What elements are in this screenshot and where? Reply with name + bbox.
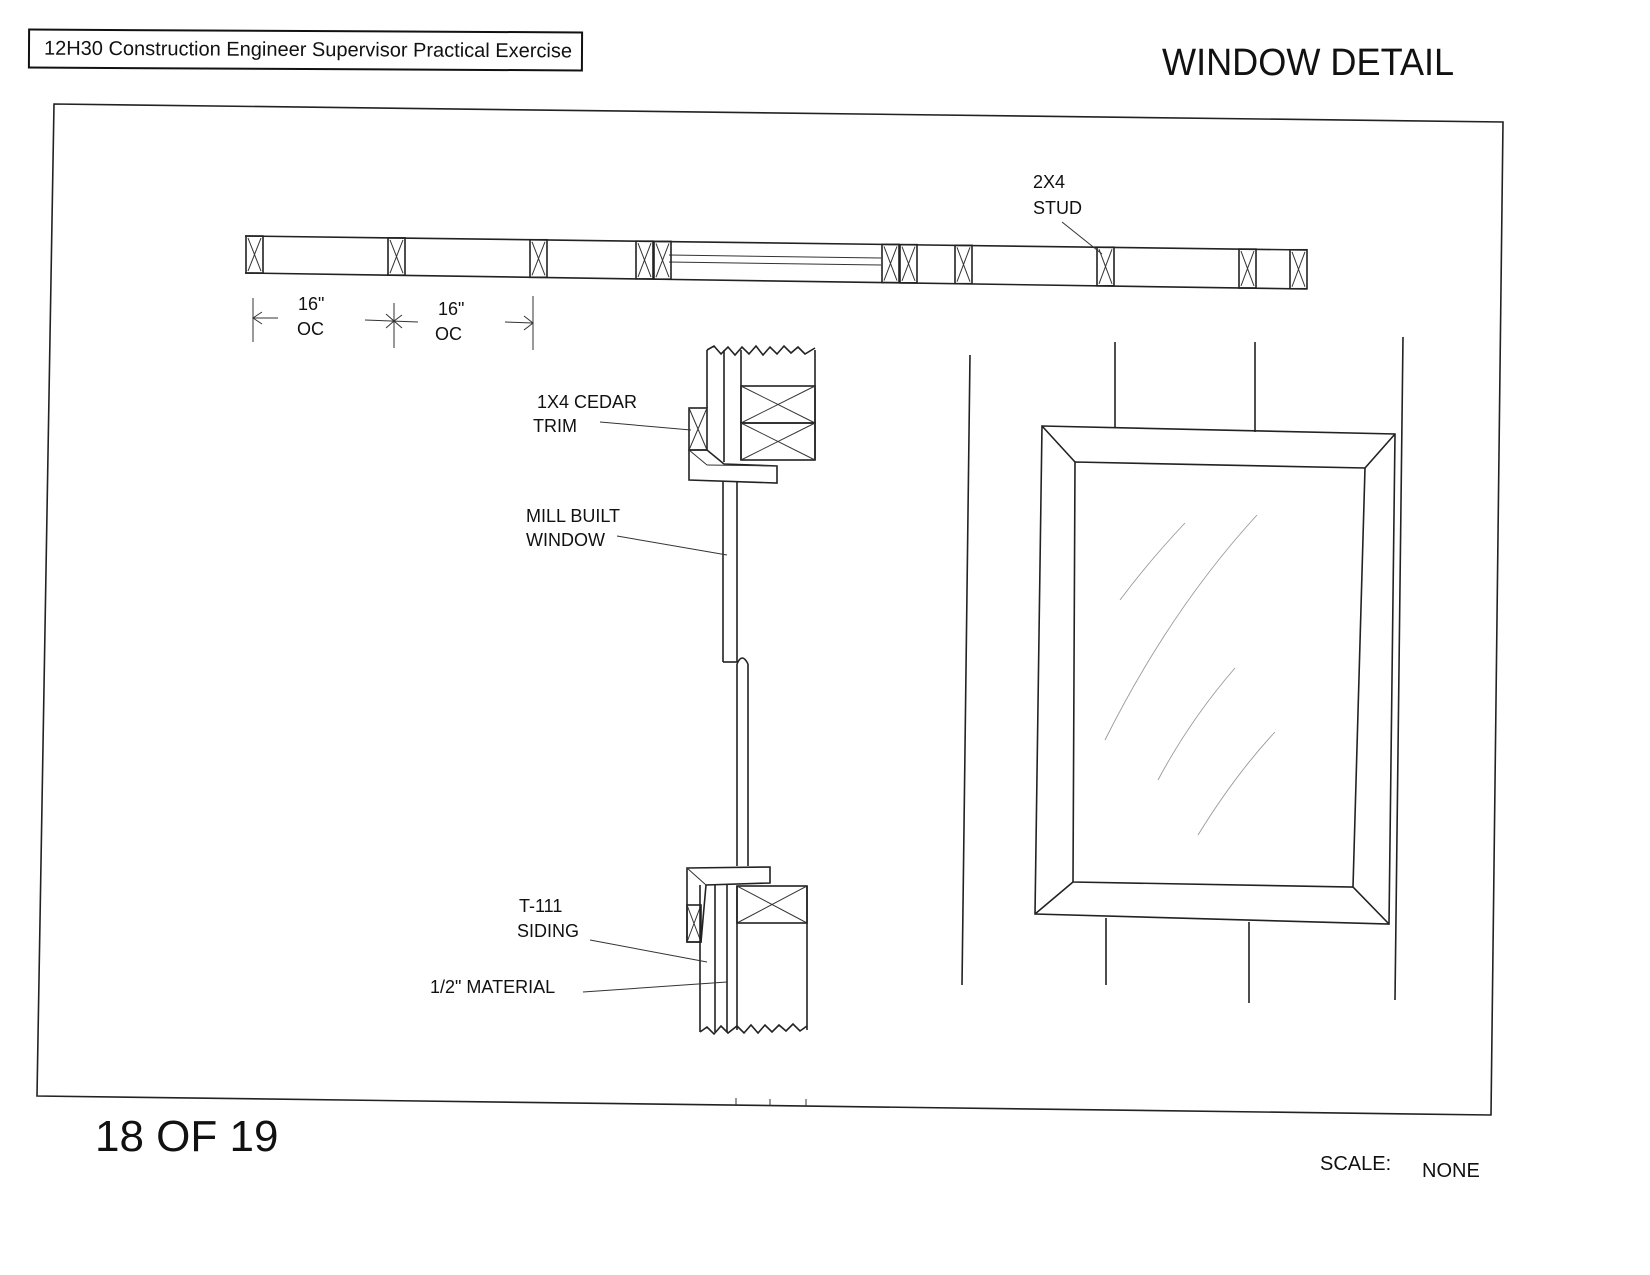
plan-view-studs bbox=[245, 235, 1308, 290]
stud-symbol bbox=[635, 240, 654, 280]
stud-cross-line bbox=[956, 247, 971, 282]
scale-value: NONE bbox=[1422, 1160, 1480, 1182]
material-label: 1/2" MATERIAL bbox=[430, 977, 555, 997]
stud-cross-line bbox=[655, 243, 670, 278]
page-number: 18 OF 19 bbox=[95, 1112, 279, 1161]
stud-cross-line bbox=[637, 242, 652, 278]
stud-cross-line bbox=[1291, 251, 1306, 287]
stud-cross-line bbox=[1240, 250, 1255, 287]
drawing-border bbox=[36, 103, 1504, 1116]
stud-symbol bbox=[1096, 246, 1115, 287]
spacing-1-unit: OC bbox=[297, 319, 324, 339]
stud-leader-line bbox=[1061, 221, 1103, 255]
stud-cross-line bbox=[883, 246, 898, 281]
stud-symbol bbox=[653, 240, 672, 280]
stud-label-line2: STUD bbox=[1033, 198, 1082, 218]
section-sill-detail bbox=[686, 866, 808, 1036]
spacing-2-value: 16" bbox=[438, 299, 464, 319]
trim-label-line1: 1X4 CEDAR bbox=[537, 392, 637, 412]
stud-symbol bbox=[954, 244, 973, 285]
plan-view-wall bbox=[244, 235, 1308, 290]
stud-symbol bbox=[529, 238, 548, 279]
window-label-line1: MILL BUILT bbox=[526, 506, 620, 526]
trim-label-line2: TRIM bbox=[533, 416, 577, 436]
stud-symbol bbox=[1289, 248, 1308, 290]
stud-cross-line bbox=[1098, 249, 1113, 285]
elevation-window-frame bbox=[1034, 425, 1396, 925]
stud-cross-line bbox=[901, 246, 916, 282]
stud-symbol bbox=[881, 243, 900, 284]
stud-symbol bbox=[245, 235, 264, 274]
elevation-studs bbox=[961, 336, 1404, 1003]
section-window-sash bbox=[722, 482, 749, 866]
border-tick-marks bbox=[735, 1098, 807, 1107]
spacing-2-unit: OC bbox=[435, 324, 462, 344]
stud-symbol bbox=[899, 243, 918, 284]
sheet-title: WINDOW DETAIL bbox=[1162, 42, 1455, 84]
stud-cross-line bbox=[389, 239, 404, 274]
scale-label: SCALE: bbox=[1320, 1153, 1392, 1175]
spacing-1-value: 16" bbox=[298, 294, 324, 314]
stud-symbol bbox=[1238, 248, 1257, 289]
window-leader-line bbox=[616, 535, 728, 556]
trim-leader-line bbox=[599, 421, 692, 431]
stud-label-line1: 2X4 bbox=[1033, 172, 1065, 192]
section-header-detail bbox=[688, 344, 816, 484]
stud-cross-line bbox=[247, 237, 262, 272]
siding-leader-line bbox=[589, 939, 708, 963]
stud-symbol bbox=[387, 237, 406, 276]
window-label-line2: WINDOW bbox=[526, 530, 605, 550]
spacing-dimension bbox=[252, 296, 534, 350]
elevation-glass-reflection bbox=[1104, 514, 1276, 836]
stud-cross-line bbox=[531, 241, 546, 276]
siding-label-line1: T-111 bbox=[519, 896, 562, 916]
siding-label-line2: SIDING bbox=[517, 921, 579, 941]
material-leader-line bbox=[582, 981, 728, 993]
